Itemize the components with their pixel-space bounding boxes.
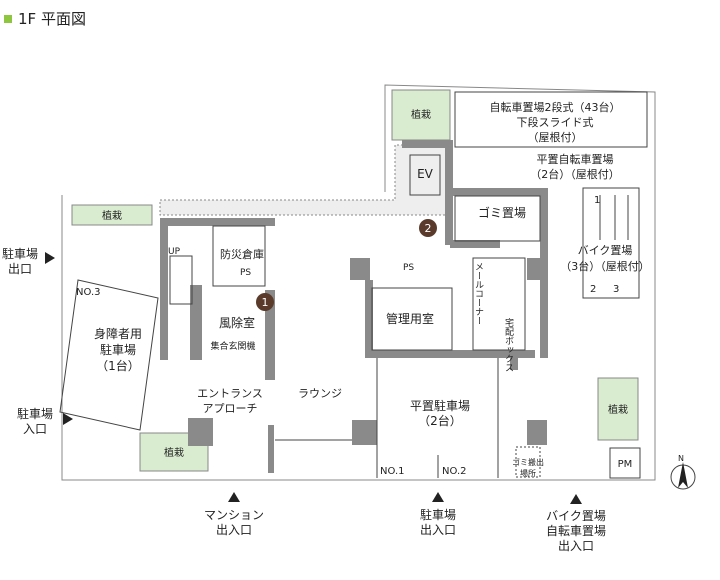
- approach-line2: アプローチ: [203, 402, 258, 415]
- title-text: 1F 平面図: [18, 10, 86, 28]
- compass-label: N: [678, 454, 684, 463]
- bike-bottom-line1: バイク置場: [546, 509, 606, 523]
- planting-labels: 植栽 植栽 植栽 植栽: [102, 108, 628, 459]
- planting-label-right: 植栽: [608, 403, 628, 416]
- garbage-out-line2: 場所: [520, 468, 536, 478]
- parking-bottom-line1: 駐車場: [420, 507, 456, 522]
- parking-entrance-arrow: [63, 413, 73, 425]
- parking-entrance-line2: 入口: [23, 422, 47, 436]
- mansion-line2: 出入口: [216, 523, 252, 537]
- motorbike-num-1: 1: [594, 195, 600, 206]
- walls: [160, 140, 548, 473]
- accessible-line1: 身障者用: [94, 326, 142, 341]
- parking-entrance-line1: 駐車場: [17, 406, 53, 421]
- entrance-panel-label: 集合玄関機: [210, 340, 255, 352]
- planting-label-bottom: 植栽: [164, 446, 184, 459]
- garbage-label: ゴミ置場: [478, 205, 526, 220]
- management-label: 管理用室: [386, 311, 434, 326]
- planting-top: [391, 89, 451, 141]
- parking-bottom-line2: 出入口: [420, 523, 456, 537]
- parking-exit-line2: 出口: [8, 262, 32, 276]
- motorbike-line2: （3台）（屋根付）: [560, 259, 650, 273]
- motorbike-num-2: 2: [590, 284, 596, 295]
- bike-bottom-line3: 出入口: [558, 539, 594, 553]
- ev-label: EV: [417, 167, 434, 181]
- windbreak-label: 風除室: [219, 315, 255, 330]
- parking-flat-line2: （2台）: [418, 413, 462, 428]
- bike-flat-line2: （2台）（屋根付）: [530, 167, 620, 181]
- marker-1: [256, 293, 274, 311]
- mansion-line1: マンション: [204, 508, 264, 522]
- planting-label-top: 植栽: [411, 108, 431, 121]
- planting-left: [71, 204, 153, 226]
- bike-top-line2: 下段スライド式: [517, 115, 594, 129]
- garbage-out-line1: ゴミ搬出: [512, 457, 544, 467]
- marker-2: [419, 219, 437, 237]
- title-bullet: [4, 14, 12, 23]
- bike-top-line1: 自転車置場2段式（43台）: [490, 100, 621, 114]
- bike-bottom-arrow: [570, 494, 582, 504]
- accessible-parking-area: [59, 279, 159, 431]
- no2-label: NO.2: [442, 466, 467, 477]
- pm-label: PM: [618, 459, 633, 470]
- parking-exit-arrow: [45, 252, 55, 264]
- marker-2-label: 2: [425, 222, 432, 235]
- lounge-label: ラウンジ: [298, 387, 342, 400]
- no3-label: NO.3: [76, 287, 101, 298]
- bike-bottom-line2: 自転車置場: [546, 524, 606, 538]
- exit-labels: 駐車場 出口 駐車場 入口 マンション 出入口 駐車場 出入口 バイク置場 自転…: [2, 246, 606, 553]
- room-labels: 自転車置場2段式（43台） 下段スライド式 （屋根付） 平置自転車置場 （2台）…: [76, 100, 650, 478]
- mansion-arrow: [228, 492, 240, 502]
- planting-right: [597, 377, 639, 441]
- planting-label-left: 植栽: [102, 209, 122, 222]
- ps2-label: PS: [403, 263, 414, 273]
- bike-flat-line1: 平置自転車置場: [537, 152, 614, 166]
- site-boundary: [61, 84, 656, 481]
- bike-parking-top-area: [454, 91, 648, 148]
- motorbike-area: [582, 187, 640, 299]
- ps1-label: PS: [240, 268, 251, 278]
- inner-lines: [169, 154, 641, 479]
- accessible-line3: （1台）: [96, 358, 140, 373]
- bike-top-line3: （屋根付）: [528, 130, 583, 144]
- parking-bottom-arrow: [432, 492, 444, 502]
- page-title: 1F 平面図: [4, 8, 86, 29]
- parking-flat-line1: 平置駐車場: [410, 398, 470, 413]
- corridor-path: [159, 144, 451, 216]
- mail-corner-label: メールコーナー: [473, 262, 484, 325]
- marker-1-label: 1: [262, 296, 269, 309]
- compass-icon: N: [670, 454, 696, 490]
- motorbike-line1: バイク置場: [578, 244, 633, 257]
- motorbike-num-3: 3: [613, 284, 619, 295]
- delivery-box-label: 宅配ボックス: [503, 317, 514, 372]
- parking-exit-line1: 駐車場: [2, 246, 38, 261]
- accessible-line2: 駐車場: [100, 342, 136, 357]
- approach-line1: エントランス: [197, 387, 263, 400]
- up-label: UP: [168, 247, 181, 257]
- no1-label: NO.1: [380, 466, 405, 477]
- storage-label: 防災倉庫: [220, 247, 264, 261]
